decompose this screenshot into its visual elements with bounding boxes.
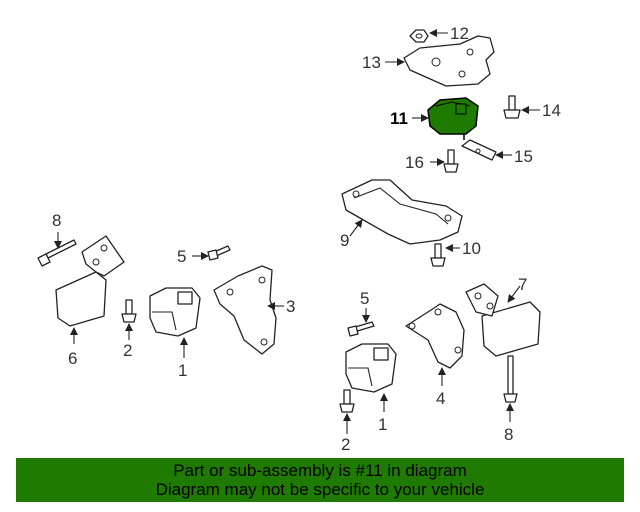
callout-11: 11 — [390, 109, 408, 128]
part-2-bolt-center[interactable] — [339, 389, 355, 413]
part-12-nut[interactable] — [409, 29, 429, 43]
callout-5-left: 5 — [177, 247, 186, 266]
part-7-heat-shield[interactable] — [465, 283, 541, 357]
part-1-engine-mount-left[interactable] — [149, 287, 201, 337]
part-3-bracket[interactable] — [213, 265, 277, 355]
callout-4: 4 — [436, 389, 445, 408]
part-5-bolt-left[interactable] — [207, 245, 231, 261]
part-4-bracket[interactable] — [405, 303, 465, 369]
part-9-crossmember[interactable] — [341, 179, 463, 245]
part-15-strap[interactable] — [461, 139, 497, 161]
part-8-bolt-right[interactable] — [503, 355, 518, 403]
callout-15: 15 — [514, 147, 533, 166]
callout-12: 12 — [450, 24, 469, 43]
part-16-bolt[interactable] — [443, 149, 459, 173]
part-11-mount-highlighted[interactable] — [427, 97, 479, 140]
callout-2-center: 2 — [341, 435, 350, 454]
part-5-bolt-center[interactable] — [347, 321, 375, 337]
leader-7 — [507, 285, 521, 303]
info-banner: Part or sub-assembly is #11 in diagram D… — [16, 458, 624, 502]
callout-7: 7 — [518, 275, 527, 294]
leader-9 — [349, 219, 363, 237]
callout-5-center: 5 — [360, 289, 369, 308]
part-10-bolt[interactable] — [430, 243, 446, 267]
parts-diagram: 12 13 11 14 15 16 9 — [37, 24, 561, 454]
callout-3: 3 — [286, 297, 295, 316]
callout-13: 13 — [362, 53, 381, 72]
callout-2-left: 2 — [123, 341, 132, 360]
callout-8-left: 8 — [52, 211, 61, 230]
callout-16: 16 — [405, 153, 424, 172]
banner-line-1: Part or sub-assembly is #11 in diagram — [173, 461, 467, 480]
callout-8-right: 8 — [504, 425, 513, 444]
callout-10: 10 — [462, 239, 481, 258]
part-8-bolt-left[interactable] — [37, 239, 77, 267]
part-1-engine-mount-center[interactable] — [345, 343, 397, 393]
callout-14: 14 — [542, 101, 561, 120]
callout-1-center: 1 — [378, 415, 387, 434]
callout-1-left: 1 — [178, 361, 187, 380]
part-6-heat-shield[interactable] — [55, 235, 125, 327]
banner-line-2: Diagram may not be specific to your vehi… — [155, 480, 485, 499]
part-13-bracket[interactable] — [403, 35, 495, 87]
callout-9: 9 — [340, 231, 349, 250]
part-2-bolt-left[interactable] — [121, 299, 137, 323]
callout-6: 6 — [68, 349, 77, 368]
part-14-bolt[interactable] — [503, 95, 521, 119]
